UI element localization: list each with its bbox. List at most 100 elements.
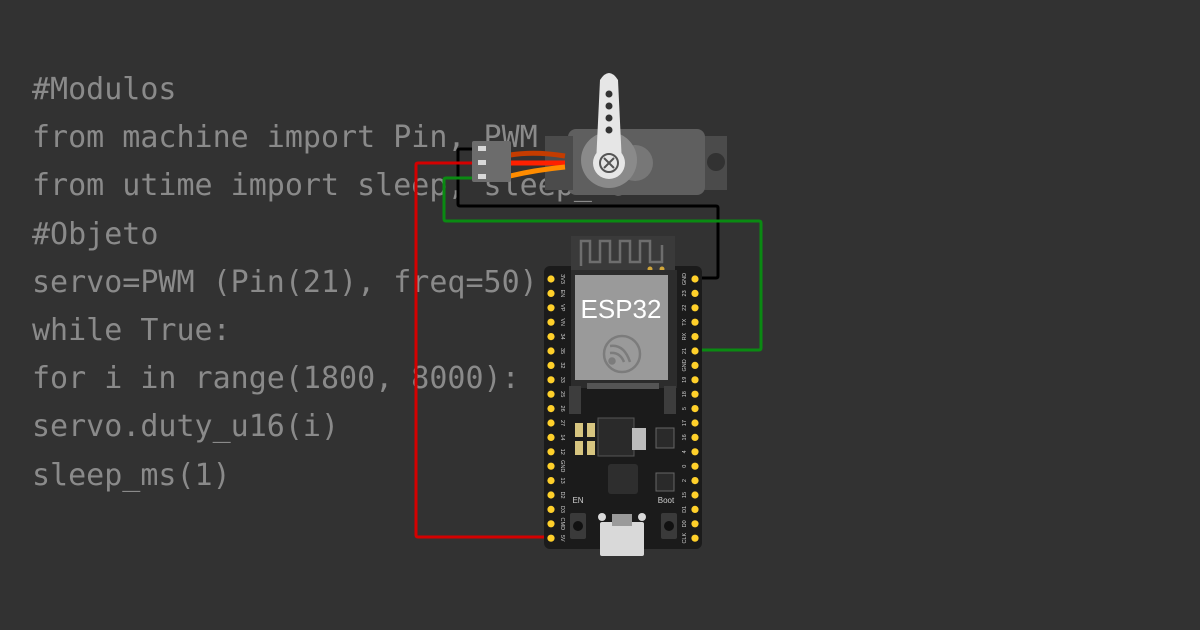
smd-component — [575, 441, 583, 455]
header-pin[interactable] — [547, 448, 555, 456]
pin-label: 13 — [559, 478, 565, 484]
header-pin[interactable] — [547, 318, 555, 326]
pin-label: EN — [559, 290, 565, 298]
header-pin[interactable] — [691, 318, 699, 326]
usb-port-opening — [612, 514, 632, 526]
header-pin[interactable] — [691, 289, 699, 297]
module-pads — [587, 383, 659, 389]
servo-horn-hole — [605, 90, 613, 98]
header-pin[interactable] — [691, 491, 699, 499]
pin-label: RX — [682, 332, 688, 340]
header-pin[interactable] — [547, 289, 555, 297]
pin-label: 12 — [559, 449, 565, 455]
pin-label: D3 — [559, 506, 565, 513]
header-pin[interactable] — [691, 520, 699, 528]
power-wire[interactable] — [414, 161, 551, 539]
pin-label: 15 — [682, 492, 688, 498]
header-pin[interactable] — [691, 275, 699, 283]
header-pin[interactable] — [547, 390, 555, 398]
antenna-trace — [579, 239, 664, 266]
header-pin[interactable] — [547, 419, 555, 427]
pin-label: 5V — [559, 535, 565, 542]
header-pin[interactable] — [547, 333, 555, 341]
ground-wire[interactable] — [456, 147, 720, 280]
smd-component — [655, 472, 675, 492]
header-pin[interactable] — [547, 361, 555, 369]
header-pin[interactable] — [547, 405, 555, 413]
pin-label: 16 — [682, 434, 688, 440]
pin-label: VP — [559, 304, 565, 312]
servo-motor[interactable] — [472, 73, 727, 195]
left-pin-header: 3V3ENVPVN343532332526271412GND13D2D3CMD5… — [547, 274, 565, 542]
pin-label: 35 — [559, 348, 565, 354]
servo-screw-cross — [603, 157, 615, 169]
servo-mount-hole — [707, 153, 725, 171]
header-pin[interactable] — [691, 462, 699, 470]
servo-connector-pin — [478, 160, 486, 165]
smd-component — [655, 427, 675, 449]
header-pin[interactable] — [691, 477, 699, 485]
pin-label: GND — [682, 273, 688, 285]
header-pin[interactable] — [547, 275, 555, 283]
header-pin[interactable] — [691, 390, 699, 398]
header-pin[interactable] — [547, 491, 555, 499]
pin-label: D0 — [682, 520, 688, 527]
module-shield — [575, 275, 668, 380]
pin-label: 3V3 — [559, 274, 565, 284]
header-pin[interactable] — [691, 304, 699, 312]
code-line: while True: — [32, 312, 231, 348]
header-pin[interactable] — [691, 534, 699, 542]
header-pin[interactable] — [691, 419, 699, 427]
pin-label: 25 — [559, 391, 565, 397]
header-pin[interactable] — [547, 462, 555, 470]
header-pin[interactable] — [691, 333, 699, 341]
header-pin[interactable] — [547, 520, 555, 528]
servo-connector — [472, 141, 511, 182]
header-pin[interactable] — [691, 505, 699, 513]
boot-button-cap — [664, 521, 674, 531]
esp32-board[interactable]: ESP32 EN Boot — [544, 236, 702, 556]
servo-horn-hole — [605, 102, 613, 110]
servo-horn-hole — [605, 114, 613, 122]
code-line: from machine import Pin, PWM — [32, 120, 538, 156]
servo-screw — [599, 153, 619, 173]
usb-port-tab — [638, 513, 646, 521]
servo-cable — [509, 164, 566, 179]
header-pin[interactable] — [691, 448, 699, 456]
pin-label: 4 — [682, 450, 688, 453]
en-button-label: EN — [572, 496, 583, 505]
usb-port[interactable] — [600, 522, 644, 556]
pin-label: 33 — [559, 377, 565, 383]
header-pin[interactable] — [547, 347, 555, 355]
header-pin[interactable] — [547, 534, 555, 542]
code-line: servo=PWM (Pin(21), freq=50) — [32, 264, 538, 300]
code-line: #Objeto — [32, 216, 159, 252]
servo-connector-pin — [478, 146, 486, 151]
header-pin[interactable] — [691, 433, 699, 441]
board-name-label: ESP32 — [581, 294, 662, 324]
signal-wire[interactable] — [442, 176, 763, 352]
header-pin[interactable] — [547, 304, 555, 312]
chip-pads-left — [569, 386, 581, 414]
pin-label: 14 — [559, 434, 565, 440]
pin-label: 22 — [682, 305, 688, 311]
en-button-cap — [573, 521, 583, 531]
header-pin[interactable] — [547, 376, 555, 384]
pin-label: 21 — [682, 348, 688, 354]
pin-label: 0 — [682, 465, 688, 468]
smd-component — [575, 423, 583, 437]
pin-label: D2 — [559, 491, 565, 498]
header-pin[interactable] — [547, 505, 555, 513]
header-pin[interactable] — [547, 433, 555, 441]
pin-label: CLK — [682, 533, 688, 544]
espressif-logo-icon — [602, 334, 642, 374]
pin-label: CMD — [559, 518, 565, 531]
header-pin[interactable] — [691, 376, 699, 384]
header-pin[interactable] — [691, 361, 699, 369]
pin-label: VN — [559, 318, 565, 326]
header-pin[interactable] — [691, 347, 699, 355]
header-pin[interactable] — [691, 405, 699, 413]
header-pin[interactable] — [547, 477, 555, 485]
servo-horn-hole — [605, 126, 613, 134]
